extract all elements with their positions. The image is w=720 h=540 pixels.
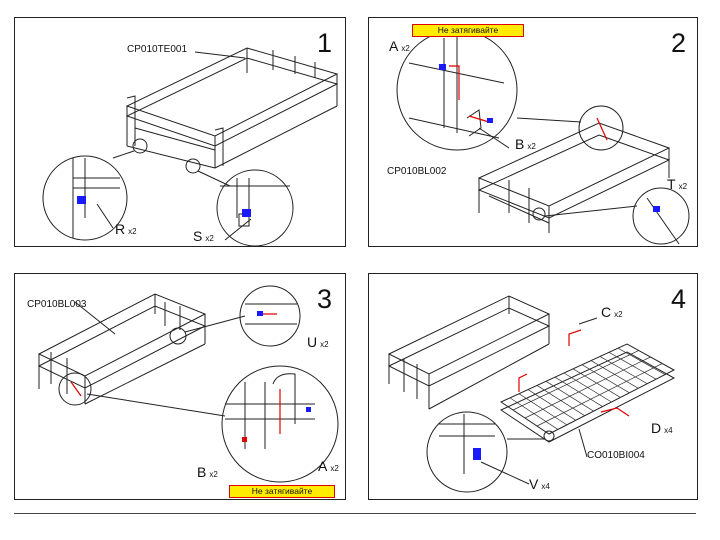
hardware-a-marker	[306, 407, 311, 412]
step-3-illustration	[37, 285, 339, 483]
slat-rail	[512, 350, 639, 411]
warning-badge: Не затягивайте	[412, 24, 524, 37]
step-number: 3	[317, 284, 333, 314]
hardware-b-marker	[487, 118, 493, 123]
hardware-v-marker	[473, 448, 481, 460]
part-code: CO010BI004	[587, 450, 645, 461]
slatted-base	[509, 347, 666, 430]
part-code: CP010BL003	[27, 299, 87, 310]
slat-rail	[524, 356, 651, 419]
hardware-s-marker	[242, 209, 251, 217]
hardware-u-marker	[257, 311, 263, 316]
step-2-illustration	[396, 29, 690, 245]
warning-badge: Не затягивайте	[229, 485, 335, 498]
hardware-a-marker	[439, 64, 446, 70]
hardware-b-marker	[242, 437, 247, 442]
part-code: CP010TE001	[127, 44, 188, 55]
step-number: 4	[671, 284, 687, 314]
hardware-t-marker	[653, 206, 660, 212]
step-number: 2	[671, 28, 687, 58]
step-4-illustration	[387, 295, 676, 493]
hardware-r-marker	[77, 196, 86, 204]
step-number: 1	[317, 28, 333, 58]
step-1-illustration	[42, 47, 339, 246]
slat-rail	[536, 363, 663, 427]
page-bottom-rule	[14, 513, 696, 514]
part-code: CP010BL002	[387, 166, 447, 177]
